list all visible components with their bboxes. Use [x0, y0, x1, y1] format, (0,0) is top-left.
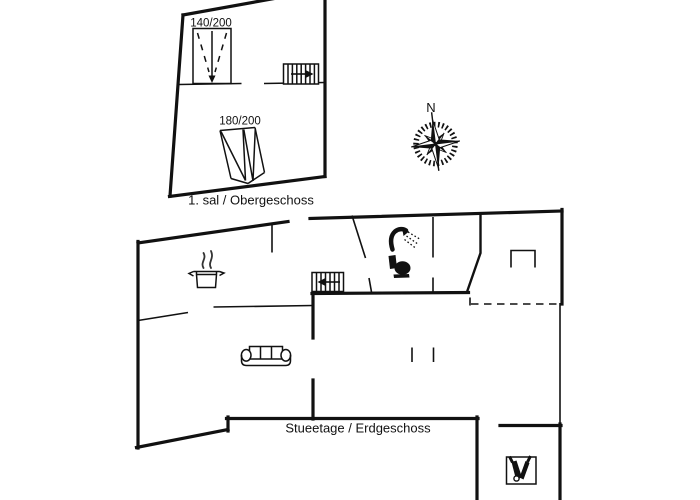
- upper-floor-title: 1. sal / Obergeschoss: [188, 193, 314, 208]
- ground-floor-plan: Stueetage / Erdgeschoss: [134, 207, 564, 500]
- bed-small-size-label: 140/200: [190, 18, 232, 30]
- upper-floor-outline: [167, 0, 327, 199]
- ground-floor-interior-walls: [137, 214, 482, 421]
- upper-floor-plan: 140/200 180/200 1. sal / Obergeschoss: [167, 0, 327, 208]
- compass-main-points: [411, 119, 460, 169]
- stairs-arrow-right-icon: [282, 63, 320, 85]
- ground-floor-outline: [134, 207, 564, 500]
- stairs-arrow-left-icon: [311, 271, 345, 293]
- toilet-icon: [388, 255, 411, 278]
- bed-large-size-label: 180/200: [219, 116, 261, 128]
- sofa-icon: [240, 345, 292, 367]
- compass-rose-icon: N: [411, 100, 460, 171]
- terrace-boundary: [469, 297, 561, 426]
- cooking-pot-steam-icon: [187, 250, 226, 289]
- bottles-box-icon: [505, 455, 537, 485]
- bed-140x200-icon: [192, 27, 232, 85]
- bed-180x200-icon: [219, 126, 266, 185]
- stove-open-square-icon: [510, 249, 536, 268]
- shower-head-icon: [388, 226, 421, 252]
- compass-north-label: N: [426, 100, 435, 115]
- ground-floor-title: Stueetage / Erdgeschoss: [285, 421, 431, 436]
